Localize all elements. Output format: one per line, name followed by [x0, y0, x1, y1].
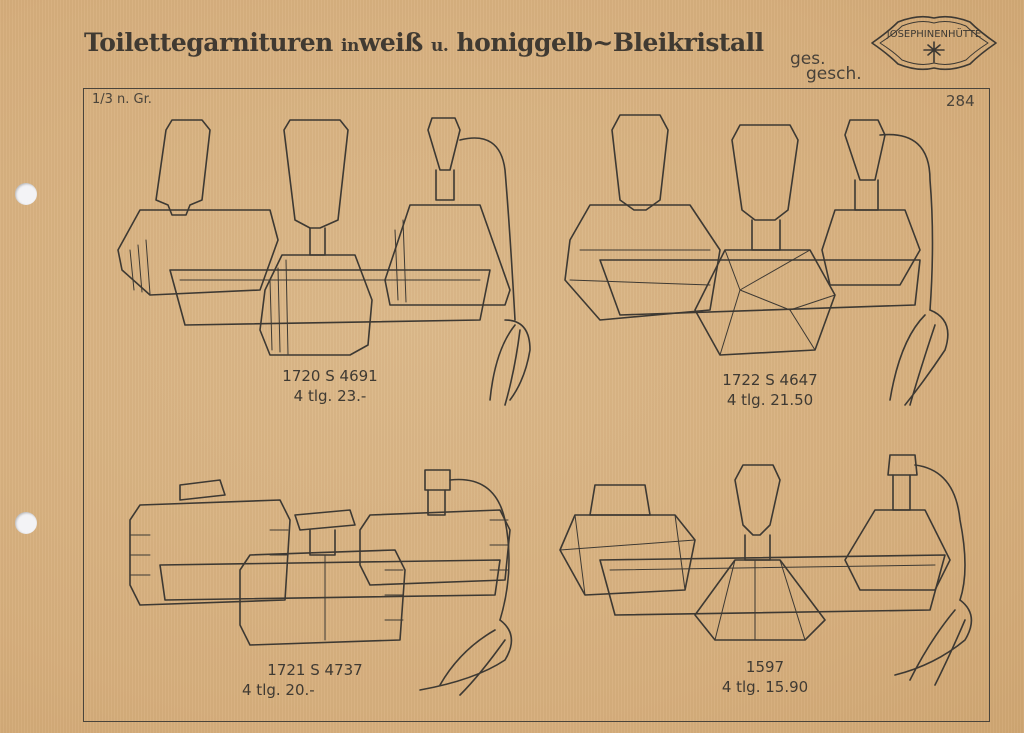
set-1720-model: 1720 S 4691: [282, 367, 378, 385]
powder-box-icon: [559, 484, 696, 596]
perfume-bottle-icon: [694, 464, 826, 641]
tray-icon: [599, 554, 946, 616]
atomizer-bottle-icon: [384, 117, 531, 406]
powder-box-icon: [117, 119, 279, 296]
tray-icon: [159, 559, 501, 601]
set-1722-model: 1722 S 4647: [722, 371, 818, 389]
binder-hole-bottom: [15, 512, 37, 534]
set-1722-label: 1722 S 4647 4 tlg. 21.50: [690, 370, 850, 410]
scale-note: 1/3 n. Gr.: [92, 92, 152, 107]
set-1597-illustration: [559, 454, 973, 686]
page-title: Toilettegarnituren inweiß u. honiggelb~B…: [84, 28, 764, 57]
title-weiss: weiß: [358, 28, 423, 57]
set-1722-price: 4 tlg. 21.50: [726, 391, 814, 409]
tray-icon: [599, 259, 921, 316]
atomizer-bottle-icon: [359, 469, 513, 696]
title-main: Toilettegarnituren: [84, 28, 333, 57]
stamp-text: JOSEPHINENHÜTTE: [886, 27, 981, 40]
set-1721-price: 4 tlg. 20.-: [242, 681, 315, 699]
josephinenhuette-stamp: JOSEPHINENHÜTTE: [871, 15, 997, 71]
set-1721-label: 1721 S 4737 4 tlg. 20.-: [230, 660, 400, 700]
powder-box-icon: [129, 479, 291, 606]
perfume-bottle-icon: [239, 509, 406, 646]
set-1597-label: 1597 4 tlg. 15.90: [700, 657, 830, 697]
set-1721-model: 1721 S 4737: [267, 661, 363, 679]
binder-hole-top: [15, 183, 37, 205]
atomizer-bottle-icon: [821, 119, 949, 406]
protection-note: ges. gesch.: [790, 49, 862, 84]
set-1720-label: 1720 S 4691 4 tlg. 23.-: [255, 366, 405, 406]
set-1720-price: 4 tlg. 23.-: [293, 387, 367, 405]
title-end: honiggelb~Bleikristall: [456, 28, 765, 57]
perfume-bottle-icon: [259, 119, 373, 356]
perfume-bottle-icon: [694, 124, 836, 356]
catalog-frame: [83, 88, 990, 722]
star-emblem-icon: [923, 41, 945, 63]
set-1597-model: 1597: [745, 658, 785, 676]
set-1720-illustration: [117, 117, 531, 406]
title-u: u.: [431, 36, 449, 56]
protection-note-gesch: gesch.: [806, 64, 862, 84]
protection-note-ges: ges.: [790, 49, 826, 69]
atomizer-bottle-icon: [844, 454, 973, 686]
tray-icon: [169, 269, 491, 326]
page-number: 284: [946, 92, 975, 110]
title-in: in: [341, 36, 359, 56]
set-1597-price: 4 tlg. 15.90: [721, 678, 809, 696]
set-1721-illustration: [129, 469, 513, 696]
set-1722-illustration: [564, 114, 949, 406]
powder-box-icon: [564, 114, 721, 321]
